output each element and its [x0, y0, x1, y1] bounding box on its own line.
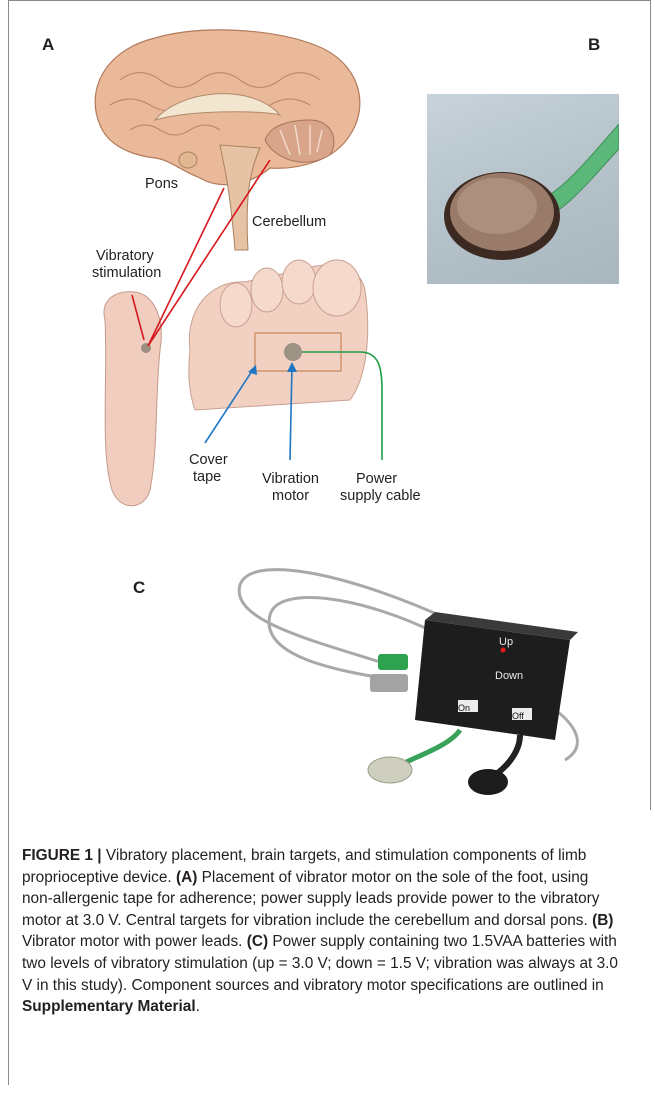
caption-end: .	[196, 998, 200, 1015]
vibration-motor-dot	[284, 343, 302, 361]
panel-letter-c: C	[133, 578, 145, 598]
small-foot-illustration	[104, 292, 161, 506]
figure-caption: FIGURE 1 | Vibratory placement, brain ta…	[22, 845, 622, 1018]
label-motor-line1: Vibration	[262, 471, 319, 488]
caption-b-label: (B)	[592, 912, 613, 929]
vibration-motor-photo	[427, 94, 619, 284]
label-vibratory-line1: Vibratory	[96, 248, 154, 265]
label-cerebellum: Cerebellum	[252, 214, 326, 231]
label-vibratory-line2: stimulation	[92, 265, 161, 282]
caption-c-label: (C)	[247, 933, 268, 950]
label-power-line1: Power	[356, 471, 397, 488]
label-pons: Pons	[145, 176, 178, 193]
panel-letter-b: B	[588, 35, 600, 55]
label-down: Down	[495, 668, 523, 685]
power-supply-illustration	[220, 560, 620, 800]
label-on: On	[458, 700, 470, 717]
caption-figure-label: FIGURE 1 |	[22, 847, 102, 864]
caption-b-text: Vibrator motor with power leads.	[22, 933, 247, 950]
label-cover-line1: Cover	[189, 452, 228, 469]
label-cover-line2: tape	[193, 469, 221, 486]
label-up: Up	[499, 634, 513, 651]
motor-with-leads-illustration	[427, 94, 619, 284]
caption-a-label: (A)	[176, 869, 197, 886]
label-power-line2: supply cable	[340, 488, 421, 505]
panel-letter-a: A	[42, 35, 54, 55]
label-off: Off	[512, 708, 524, 725]
label-motor-line2: motor	[272, 488, 309, 505]
caption-supp-link[interactable]: Supplementary Material	[22, 998, 196, 1015]
caption-rule	[8, 810, 9, 1085]
